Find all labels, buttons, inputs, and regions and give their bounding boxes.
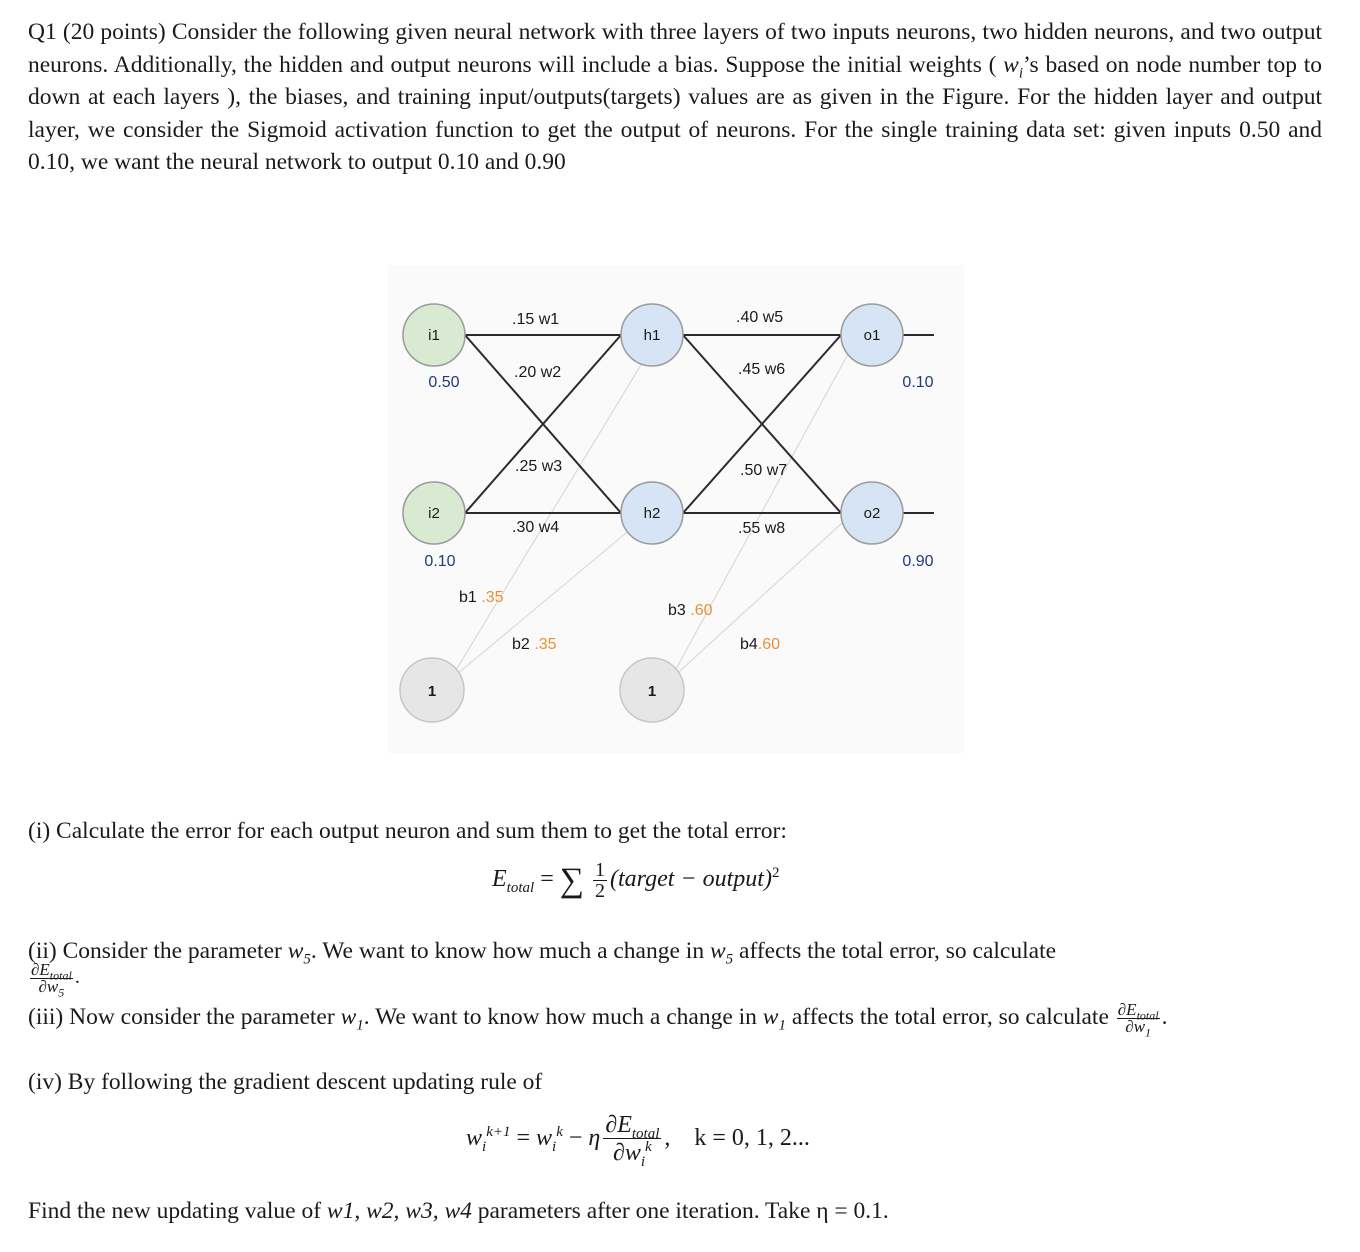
node-o1 (840, 303, 904, 367)
node-o2 (840, 481, 904, 545)
label-bias-2: 1 (648, 683, 656, 700)
node-i1 (402, 303, 466, 367)
bias-label-b4: b4.60 (740, 636, 780, 653)
node-bias-1 (399, 657, 465, 723)
bias-label-b1: b1 .35 (459, 589, 504, 606)
label-o1: o1 (864, 327, 881, 344)
label-bias-1: 1 (428, 683, 436, 700)
node-h2 (620, 481, 684, 545)
node-h1 (620, 303, 684, 367)
question-label: Q1 (20 points) (28, 19, 166, 45)
label-i2: i2 (428, 505, 440, 522)
weight-label-w6: .45 w6 (738, 361, 785, 378)
weight-label-w3: .25 w3 (515, 458, 562, 475)
weight-label-w1: .15 w1 (512, 311, 559, 328)
label-h2: h2 (644, 505, 661, 522)
question-intro: Q1 (20 points) Consider the following gi… (28, 16, 1322, 179)
part-i-text: (i) Calculate the error for each output … (28, 818, 787, 844)
weight-label-w8: .55 w8 (738, 520, 785, 537)
weight-label-w7: .50 w7 (740, 462, 787, 479)
bias-label-b3: b3 .60 (668, 602, 713, 619)
edge-w3 (464, 334, 622, 514)
part-ii-text: (ii) Consider the parameter w5. We want … (28, 938, 1057, 968)
input-i1-value: 0.50 (428, 374, 459, 391)
part-iv-text: (iv) By following the gradient descent u… (28, 1069, 543, 1095)
target-o1-value: 0.10 (902, 374, 933, 391)
weight-label-w5: .40 w5 (736, 309, 783, 326)
input-i2-value: 0.10 (424, 553, 455, 570)
weight-symbol: wi (1003, 51, 1024, 82)
intro-text-1: Consider the following given neural netw… (28, 19, 1323, 78)
label-h1: h1 (644, 327, 661, 344)
intro-text-2: ’s based on node number top to down at e… (28, 51, 1322, 176)
neural-network-diagram: i1 i2 h1 h2 o1 o2 1 1 0.50 0.10 0.10 0.9… (388, 265, 964, 753)
part-iii-text: (iii) Now consider the parameter w1. We … (28, 1000, 1168, 1040)
weight-label-w4: .30 w4 (512, 519, 559, 536)
label-o2: o2 (864, 505, 881, 522)
gradient-descent-equation: wik+1 = wik − η∂Etotal∂wik, k = 0, 1, 2.… (466, 1112, 810, 1170)
bias-label-b2: b2 .35 (512, 636, 557, 653)
edge-w7 (682, 334, 842, 514)
node-i2 (402, 481, 466, 545)
target-o2-value: 0.90 (902, 553, 933, 570)
weight-label-w2: .20 w2 (514, 364, 561, 381)
node-bias-2 (619, 657, 685, 723)
label-i1: i1 (428, 327, 440, 344)
final-instruction: Find the new updating value of w1, w2, w… (28, 1198, 889, 1224)
part-ii-derivative: ∂Etotal∂w5. (30, 960, 80, 1000)
